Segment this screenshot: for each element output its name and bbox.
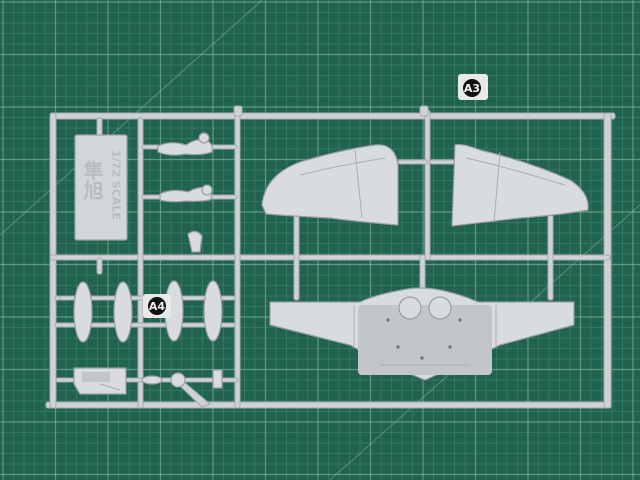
- drop-tank-4: [203, 280, 223, 342]
- drop-tank-2: [113, 281, 133, 343]
- seat-part: [73, 367, 127, 395]
- tag-a3-label: A3: [464, 82, 480, 95]
- small-bracket-part: [212, 369, 223, 389]
- tag-a4: A4: [143, 294, 171, 318]
- pilot-figure-upper: [157, 132, 213, 156]
- pilot-figure-lower: [159, 184, 213, 203]
- plaque-scale-text: 1/72 SCALE: [110, 150, 123, 220]
- drop-tank-1: [59, 281, 93, 343]
- tag-a3: A3: [458, 74, 488, 100]
- propeller-hub-part: [141, 372, 186, 388]
- tag-a4-label: A4: [149, 300, 166, 313]
- control-stick-part: [187, 230, 203, 253]
- plaque-kanji: 隼旭: [80, 159, 104, 201]
- lower-wing: [269, 287, 575, 381]
- sprue-frame: [45, 105, 616, 409]
- upper-wing-left: [261, 144, 399, 226]
- sprue-plaque: 隼旭 1/72 SCALE: [74, 134, 128, 241]
- upper-wing-right: [451, 143, 589, 227]
